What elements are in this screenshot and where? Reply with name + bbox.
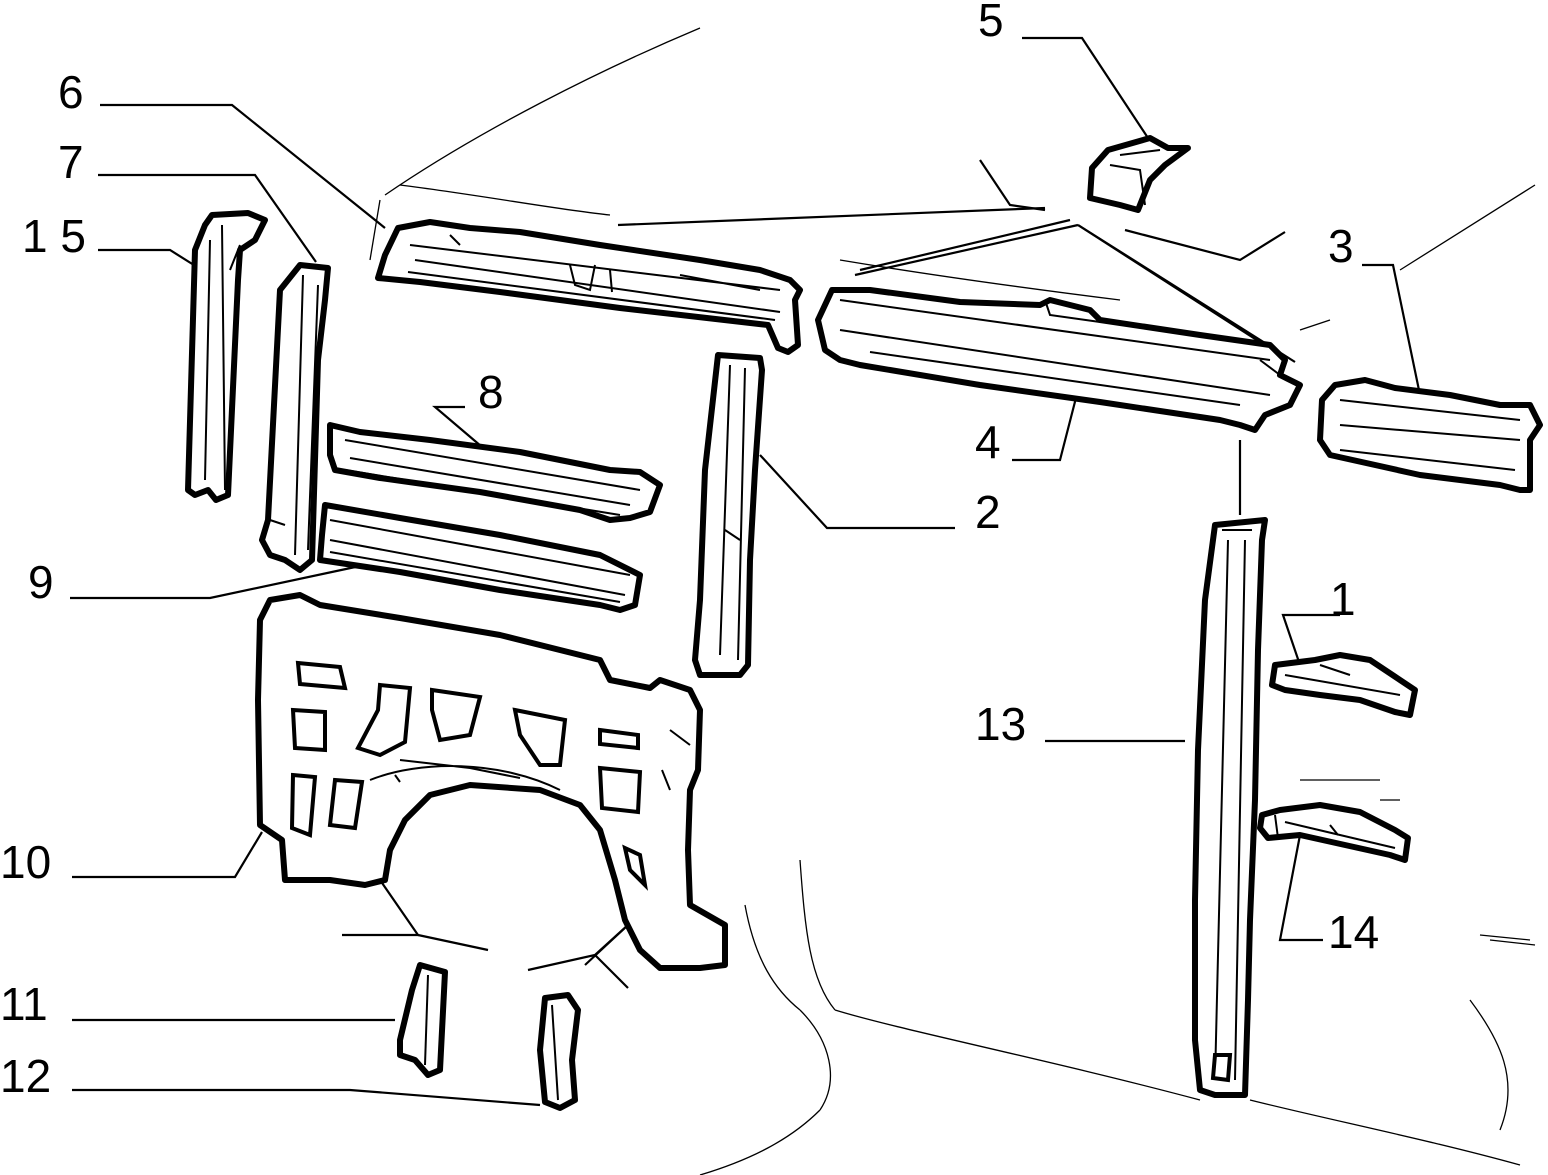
callout-label-15: 1 5 <box>22 210 86 262</box>
callout-label-4: 4 <box>975 416 1001 468</box>
part-8-bar <box>327 422 663 523</box>
vehicle-body-outline <box>369 27 1536 1175</box>
callout-labels: 1 2 3 4 5 6 7 8 9 10 11 12 13 14 1 5 <box>0 0 1379 1102</box>
part-3-panel <box>1317 377 1543 493</box>
callout-label-10: 10 <box>0 836 51 888</box>
callout-label-13: 13 <box>975 698 1026 750</box>
callout-label-7: 7 <box>58 136 84 188</box>
part-11-bracket <box>397 962 448 1078</box>
part-9-bar <box>317 502 643 613</box>
callout-label-14: 14 <box>1328 906 1379 958</box>
part-6-crossmember <box>375 219 803 355</box>
part-7-pillar <box>259 262 331 573</box>
callout-label-3: 3 <box>1328 220 1354 272</box>
part-14-bracket <box>1257 802 1411 863</box>
part-4-crossmember <box>815 287 1303 433</box>
callout-label-6: 6 <box>58 66 84 118</box>
callout-label-1: 1 <box>1330 573 1356 625</box>
part-10-panel <box>255 592 728 971</box>
part-15-pillar <box>185 210 268 503</box>
callout-label-8: 8 <box>478 366 504 418</box>
callout-label-9: 9 <box>28 556 54 608</box>
part-5-bracket <box>1087 135 1191 213</box>
callout-label-12: 12 <box>0 1050 51 1102</box>
part-1-bracket <box>1269 652 1418 718</box>
leader-lines <box>70 36 1422 1107</box>
part-13-pillar <box>1192 517 1268 1098</box>
callout-label-11: 11 <box>0 978 48 1030</box>
part-12-bracket <box>537 992 581 1111</box>
part-2-pillar <box>692 352 765 678</box>
callout-label-2: 2 <box>975 486 1001 538</box>
callout-label-5: 5 <box>978 0 1004 46</box>
